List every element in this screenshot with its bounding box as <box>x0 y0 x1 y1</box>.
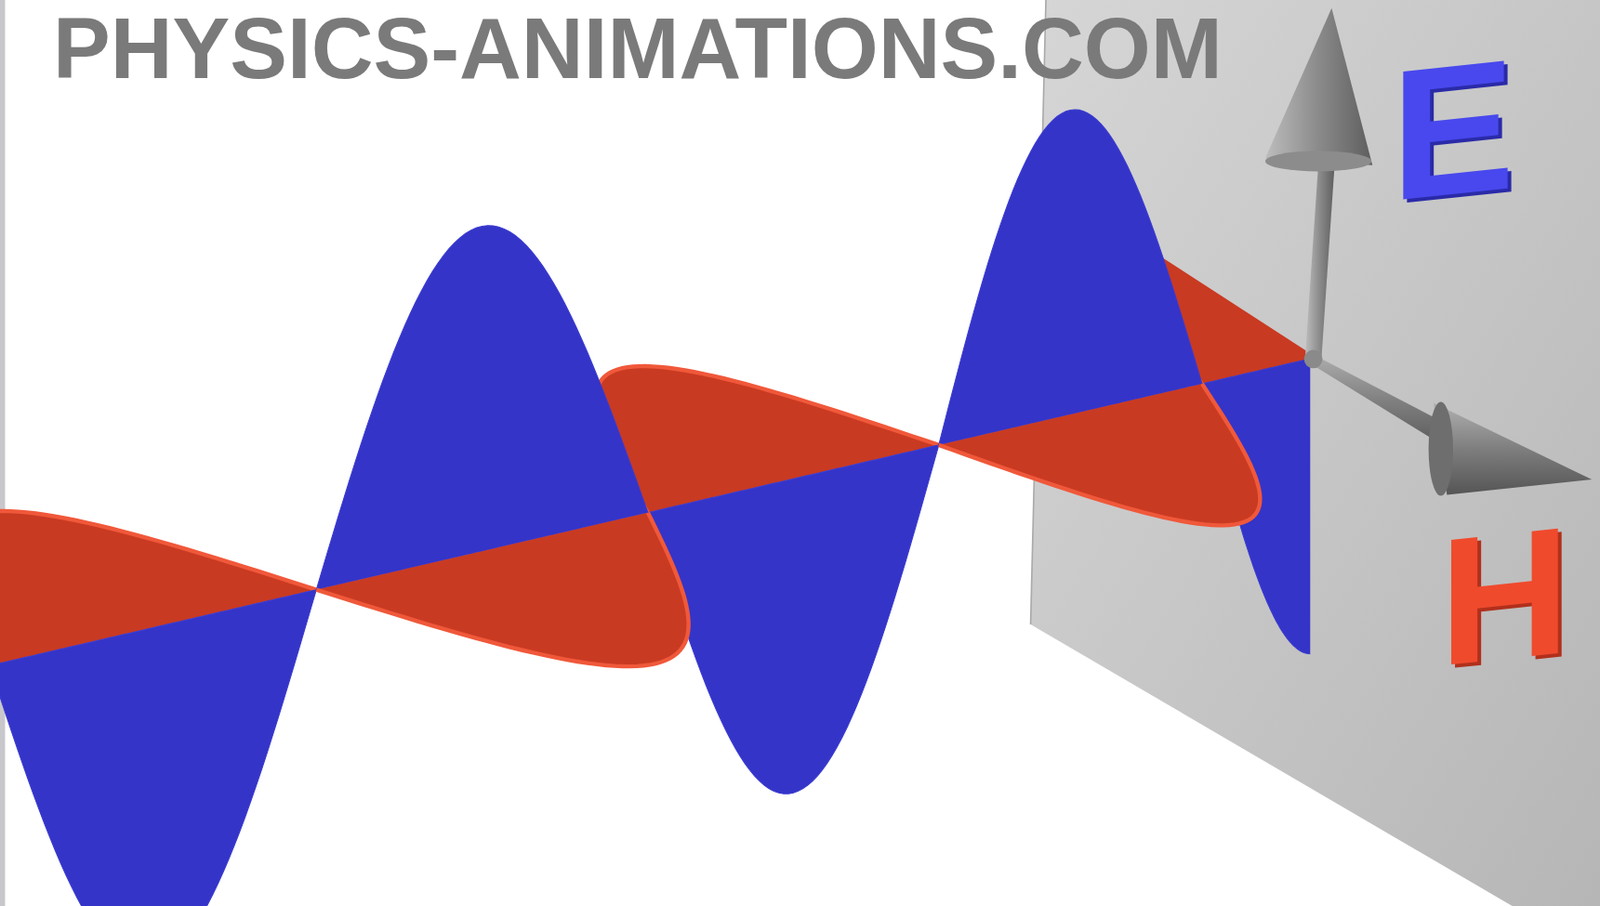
h-axis-head <box>1433 403 1592 496</box>
h-field-rim <box>938 383 1261 526</box>
h-field-sheet <box>316 513 688 667</box>
h-field-lobe <box>938 383 1261 526</box>
h-field-front <box>316 383 1260 667</box>
e-field-wave <box>0 109 1310 906</box>
e-field-sheet <box>0 590 317 906</box>
field-label: H <box>1439 499 1571 695</box>
e-axis-head <box>1265 8 1373 166</box>
h-field-sheet <box>938 383 1261 526</box>
e-axis-shaft <box>1305 163 1336 360</box>
edge-bar <box>0 0 5 906</box>
h-axis-head-base <box>1428 402 1454 497</box>
watermark: PHYSICS-ANIMATIONS.COM <box>52 5 1223 93</box>
h-field-rim <box>316 513 688 667</box>
field-label: E <box>1390 30 1515 230</box>
axis-origin <box>1304 350 1323 370</box>
h-field-lobe <box>316 513 688 667</box>
e-field-sheet <box>647 445 939 794</box>
e-axis-head-base <box>1265 151 1372 172</box>
